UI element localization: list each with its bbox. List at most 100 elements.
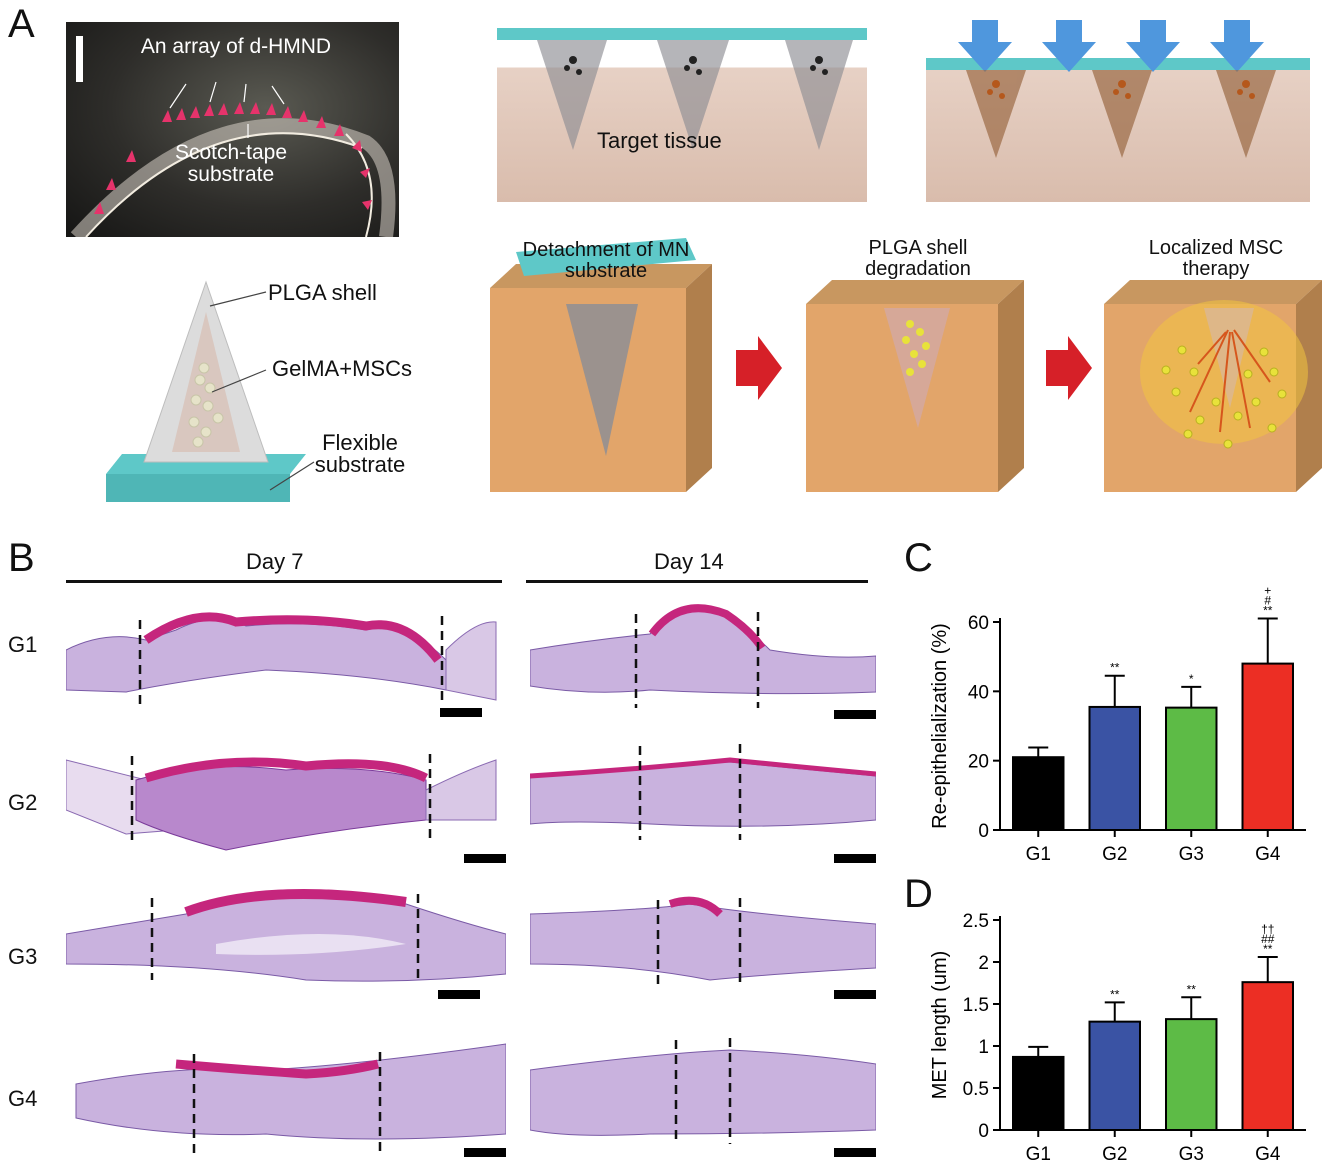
x-tick-label: G1: [1026, 844, 1051, 865]
y-tick-label: 60: [968, 613, 989, 634]
press-arrows: [958, 20, 1264, 72]
step-arrow-2: [1046, 336, 1092, 400]
significance-mark: #: [1264, 594, 1271, 608]
bar-g2: [1088, 705, 1141, 831]
needles: [537, 40, 853, 150]
histology-g1-day14: [529, 600, 877, 720]
detached-substrate: [516, 238, 696, 276]
step-arrow-1-shape: [736, 336, 782, 400]
pressed-needles: [966, 70, 1276, 158]
insertion-scene: Target tissue: [497, 20, 867, 202]
migrated-cells: [1161, 345, 1287, 449]
detachment-drawing: [490, 238, 712, 492]
x-tick-label: G2: [1102, 1144, 1127, 1165]
significance-mark: **: [1110, 661, 1120, 675]
significance-mark: ††: [1261, 922, 1274, 936]
mn-substrate: [497, 28, 867, 40]
histo-g1-d7-svg: [65, 612, 497, 717]
panel-label-b: B: [8, 536, 35, 580]
panel-label-d: D: [904, 872, 933, 916]
detachment-label: Detachment of MN substrate: [522, 239, 690, 282]
therapy-drawing: [1104, 280, 1322, 492]
photo-title: An array of d-HMND: [140, 35, 332, 58]
day14-rule: [526, 580, 868, 583]
y-tick-label: 2.5: [963, 911, 989, 932]
y-tick-label: 1: [978, 1037, 989, 1058]
remaining-shell: [1204, 308, 1254, 408]
step-detachment: Detachment of MN substrate: [490, 232, 712, 494]
histo-g4-d7-svg: [75, 1043, 507, 1158]
press-drawing: [926, 20, 1310, 158]
y-tick-label: 0.5: [963, 1079, 989, 1100]
block-side-2: [998, 280, 1024, 492]
histo-g2-d7-svg: [65, 754, 506, 863]
block-top-2: [806, 280, 1024, 304]
bar-g3: [1165, 706, 1218, 831]
step-arrow-1: [736, 336, 782, 400]
insertion-drawing: [497, 28, 867, 150]
step-arrow-2-shape: [1046, 336, 1092, 400]
significance-mark: +: [1264, 584, 1271, 598]
y-tick-label: 0: [978, 1121, 989, 1142]
day7-label: Day 7: [246, 549, 304, 574]
tape-edge: [85, 132, 363, 237]
empty-needle: [566, 304, 638, 456]
x-tick-label: G4: [1255, 1144, 1281, 1165]
panel-label-c: C: [904, 536, 933, 580]
block-side: [686, 264, 712, 492]
microneedle-photo: An array of d-HMND Scotch-tape substrate: [66, 22, 399, 237]
step-degradation: PLGA shell degradation: [806, 232, 1024, 494]
bar-g4: [1241, 662, 1294, 831]
gelma-msc-label: GelMA+MSCs: [272, 356, 412, 381]
y-axis-title: MET length (um): [929, 951, 951, 1100]
y-axis-title: Re-epithelialization (%): [929, 623, 951, 829]
degradation-drawing: [806, 280, 1024, 492]
block-top-3: [1104, 280, 1322, 304]
y-tick-label: 2: [978, 953, 989, 974]
panel-label-a: A: [8, 2, 35, 46]
leader-lines: [209, 291, 315, 491]
histology-g1-day7: [65, 600, 506, 720]
histo-g2-d14-svg: [529, 744, 877, 863]
x-tick-label: G4: [1255, 844, 1281, 865]
x-tick-label: G2: [1102, 844, 1127, 865]
degradation-label: PLGA shell degradation: [865, 237, 971, 280]
pointer-arrows: [169, 81, 285, 138]
row-label-g4: G4: [8, 1086, 38, 1111]
histology-g2-day7: [65, 750, 506, 870]
scale-bar: [76, 36, 83, 82]
histo-g1-d14-svg: [529, 604, 877, 719]
significance-mark: *: [1189, 672, 1194, 686]
pressed-cells: [987, 80, 1255, 99]
histo-g3-d14-svg: [529, 896, 877, 999]
migration-arrows: [1189, 329, 1271, 433]
y-tick-label: 1.5: [963, 995, 989, 1016]
y-tick-label: 20: [968, 752, 989, 773]
photo-substrate-label: Scotch-tape substrate: [174, 141, 288, 186]
x-tick-label: G3: [1179, 844, 1204, 865]
histology-g3-day14: [529, 884, 877, 1014]
row-label-g2: G2: [8, 790, 38, 815]
schematic-drawing: [106, 280, 315, 502]
tape-arc: [70, 118, 396, 237]
day7-rule: [66, 580, 502, 583]
tape-edge-right: [345, 133, 373, 237]
histology-g4-day14: [529, 1034, 877, 1164]
histology-g4-day7: [66, 1034, 507, 1164]
bar-g1: [1012, 756, 1065, 831]
degrading-shell: [884, 308, 950, 428]
therapy-label: Localized MSC therapy: [1148, 237, 1284, 280]
msc-cells: [188, 362, 224, 448]
substrate-front: [106, 474, 290, 502]
press-substrate: [926, 58, 1310, 70]
bar-g3: [1165, 1018, 1218, 1131]
x-tick-label: G1: [1026, 1144, 1051, 1165]
significance-mark: ##: [1261, 932, 1275, 946]
significance-mark: **: [1187, 982, 1197, 996]
x-tick-label: G3: [1179, 1144, 1204, 1165]
row-label-g1: G1: [8, 632, 38, 657]
released-cells: [902, 320, 930, 376]
histology-g3-day7: [65, 884, 507, 1004]
flexible-substrate-label: Flexible substrate: [314, 430, 406, 477]
